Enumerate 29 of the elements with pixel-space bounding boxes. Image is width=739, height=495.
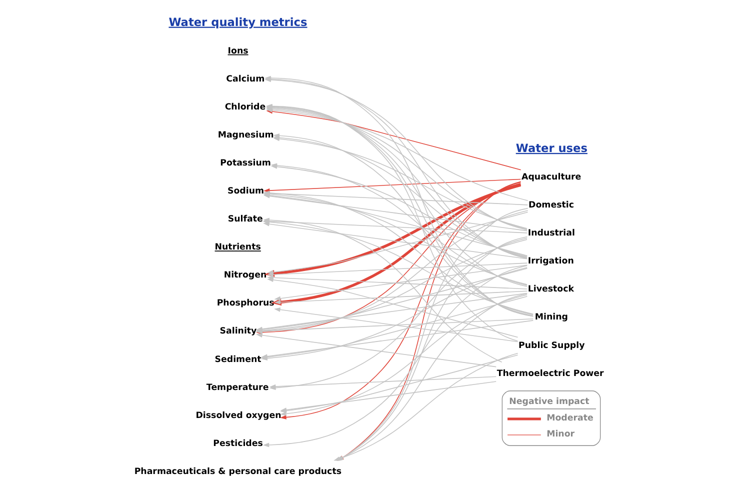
node-text: Potassium [220, 158, 270, 168]
label: Nutrients [214, 242, 260, 252]
node-text: Temperature [206, 382, 268, 392]
label: Ions [227, 46, 248, 56]
node-text: Salinity [219, 326, 256, 336]
label: Water uses [515, 140, 587, 154]
node-text: Industrial [527, 228, 574, 238]
node-text: Domestic [528, 200, 574, 210]
label: Negative impact [508, 396, 589, 406]
node-text: Dissolved oxygen [195, 410, 281, 420]
node-text: Sodium [227, 186, 264, 196]
node-text: Pharmaceuticals & personal care products [134, 466, 341, 476]
node-text: Aquaculture [521, 172, 581, 182]
node-text: Chloride [224, 102, 266, 112]
node-text: Thermoelectric Power [496, 368, 604, 378]
node-text: Magnesium [217, 130, 274, 140]
node-text: Sulfate [227, 214, 262, 224]
node-text: Calcium [226, 74, 264, 84]
node-text: Phosphorus [216, 298, 274, 308]
node-text: Irrigation [527, 256, 574, 266]
node-text: Mining [534, 312, 568, 322]
node-text: Sediment [214, 354, 261, 364]
legend-label: Moderate [546, 413, 593, 424]
node-text: Nitrogen [223, 270, 266, 280]
node-text: Pesticides [212, 438, 262, 448]
node-text: Public Supply [518, 340, 584, 350]
label: Water quality metrics [168, 14, 307, 28]
node-text: Livestock [527, 284, 574, 294]
legend-label: Minor [546, 429, 574, 440]
